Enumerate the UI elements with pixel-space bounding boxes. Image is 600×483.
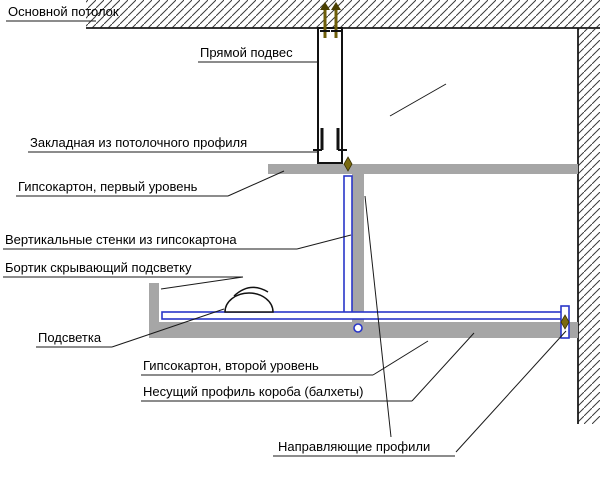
leader-carrier-profile: [411, 332, 475, 402]
leader-drywall-level1: [227, 170, 285, 197]
guide-profile-vertical: [343, 175, 353, 317]
anchor-head-icon: [320, 2, 330, 10]
backlight-lamp-icon: [224, 292, 274, 313]
wall-hatch: [578, 28, 600, 424]
drywall-level2-band: [158, 322, 578, 338]
label-rim: Бортик скрывающий подсветку: [5, 260, 192, 275]
anchor-head-icon: [331, 2, 341, 10]
leader-guide-profiles-wall: [455, 330, 567, 453]
drywall-vertical-band: [352, 174, 364, 322]
label-drywall-level1: Гипсокартон, первый уровень: [18, 179, 198, 194]
leader-guide-profiles-vertical: [364, 195, 392, 438]
screw-icon-wall: [560, 314, 570, 330]
anchor-bolt-right: [331, 2, 341, 38]
label-main-ceiling: Основной потолок: [8, 4, 119, 19]
screw-hole-icon: [353, 323, 363, 333]
leader-vertical-walls: [296, 234, 352, 250]
label-embedded-profile: Закладная из потолочного профиля: [30, 135, 248, 150]
leader-line-upper: [389, 83, 447, 117]
main-ceiling-hatch: [86, 0, 600, 28]
label-guide-profiles: Направляющие профили: [278, 439, 431, 454]
carrier-profile-horizontal: [161, 311, 567, 320]
label-vertical-walls: Вертикальные стенки из гипсокартона: [5, 232, 237, 247]
backlight-lamp-arc-icon: [233, 286, 269, 297]
label-backlight: Подсветка: [38, 330, 102, 345]
leader-backlight: [111, 308, 225, 348]
leader-rim: [160, 276, 244, 290]
label-direct-hanger: Прямой подвес: [200, 45, 293, 60]
label-drywall-level2: Гипсокартон, второй уровень: [143, 358, 319, 373]
label-carrier-profile: Несущий профиль короба (балхеты): [143, 384, 364, 399]
rim-band: [149, 283, 159, 338]
leader-drywall-level2: [372, 340, 429, 376]
drywall-level1-band: [268, 164, 578, 174]
anchor-bolt-left: [320, 2, 330, 38]
screw-icon-top: [343, 156, 353, 172]
